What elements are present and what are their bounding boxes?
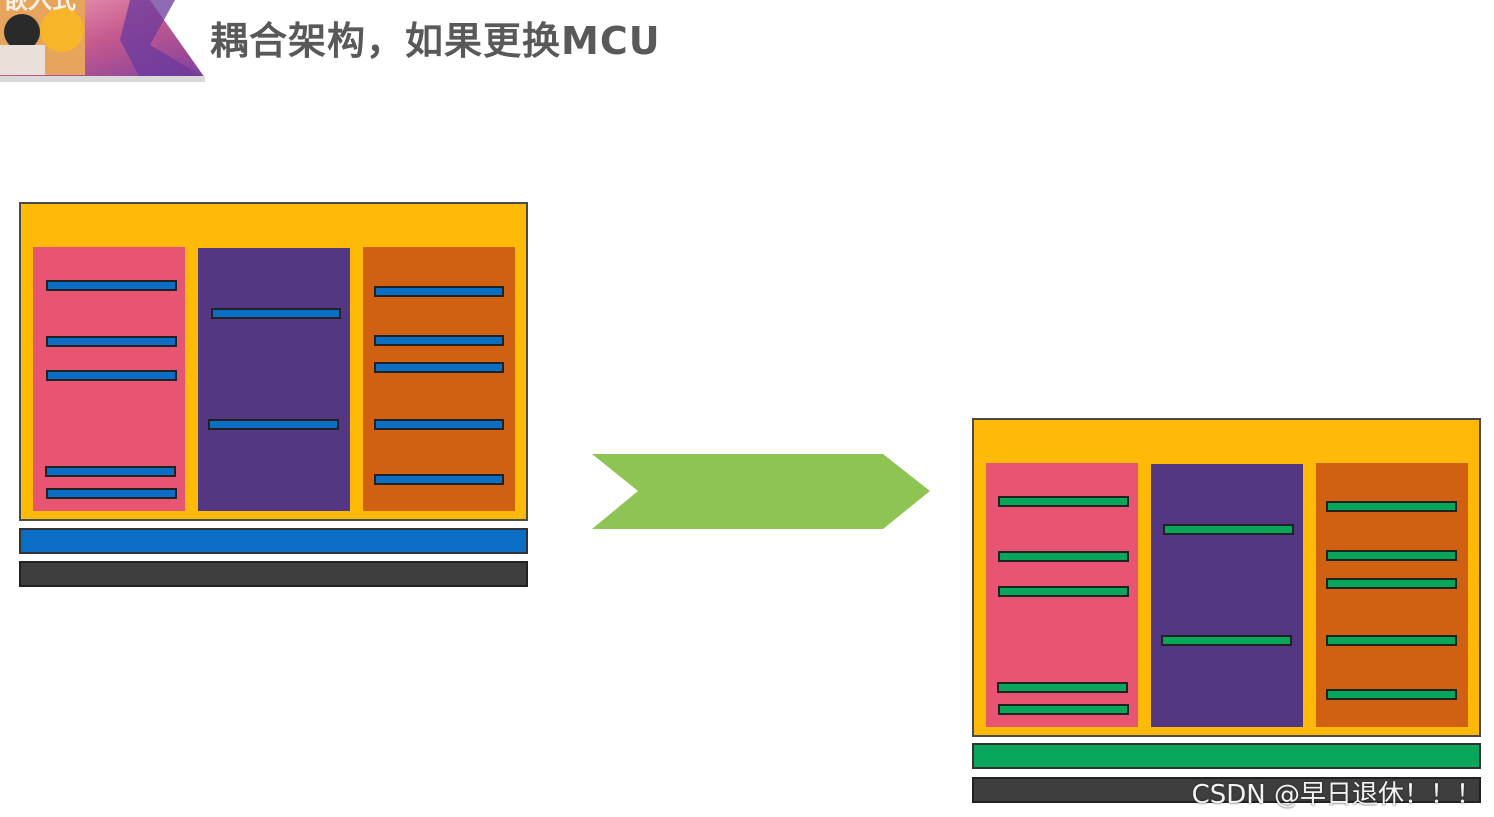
interface-call-bar bbox=[1326, 550, 1457, 561]
driver-layer-modified bbox=[972, 743, 1481, 769]
interface-call-bar bbox=[997, 682, 1128, 693]
interface-call-bar bbox=[1326, 689, 1457, 700]
interface-call-bar bbox=[46, 280, 177, 291]
driver-layer-original bbox=[19, 528, 528, 554]
interface-call-bar bbox=[374, 286, 504, 297]
interface-call-bar bbox=[374, 419, 504, 430]
interface-call-bar bbox=[46, 488, 177, 499]
interface-call-bar bbox=[374, 335, 504, 346]
interface-call-bar bbox=[998, 586, 1129, 597]
interface-call-bar bbox=[1326, 501, 1457, 512]
interface-call-bar bbox=[1326, 635, 1457, 646]
interface-call-bar bbox=[998, 704, 1129, 715]
interface-call-bar bbox=[998, 496, 1129, 507]
course-logo: 嵌入式 bbox=[0, 0, 210, 85]
interface-call-bar bbox=[208, 419, 339, 430]
interface-call-bar bbox=[45, 466, 176, 477]
interface-call-bar bbox=[211, 308, 341, 319]
interface-call-bar bbox=[998, 551, 1129, 562]
logo-text: 嵌入式 bbox=[4, 0, 76, 14]
mcu-layer-original bbox=[19, 561, 528, 587]
slide-title: 耦合架构，如果更换MCU bbox=[210, 19, 661, 63]
module-purple-modified bbox=[1151, 464, 1303, 727]
chevron-arrow-icon bbox=[590, 452, 932, 536]
interface-call-bar bbox=[1326, 578, 1457, 589]
interface-call-bar bbox=[46, 336, 177, 347]
interface-call-bar bbox=[1163, 524, 1294, 535]
logo-graphic: 嵌入式 bbox=[0, 0, 210, 85]
interface-call-bar bbox=[374, 362, 504, 373]
interface-call-bar bbox=[374, 474, 504, 485]
interface-call-bar bbox=[46, 370, 177, 381]
csdn-watermark: CSDN @早日退休！！！ bbox=[1191, 780, 1482, 810]
module-purple-original bbox=[198, 248, 350, 511]
mcu-layer-modified bbox=[972, 777, 1481, 803]
interface-call-bar bbox=[1161, 635, 1292, 646]
